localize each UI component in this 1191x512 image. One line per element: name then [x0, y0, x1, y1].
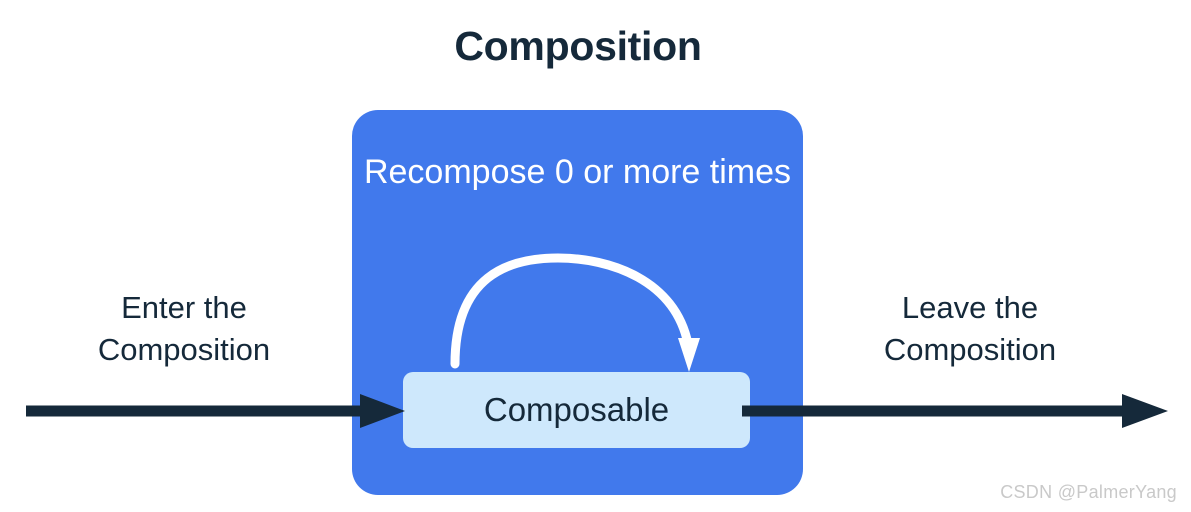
enter-composition-arrow: [26, 394, 405, 428]
composable-label: Composable: [483, 391, 670, 428]
watermark-text: CSDN @PalmerYang: [1000, 482, 1177, 502]
page-title: Composition: [454, 23, 702, 69]
recompose-loop-arrow: [450, 253, 700, 372]
leave-composition-arrow: [742, 394, 1168, 428]
enter-composition-label: Enter the Composition: [97, 290, 271, 367]
recompose-label: Recompose 0 or more times: [363, 153, 792, 191]
composable-node: Composable: [403, 372, 750, 448]
leave-composition-label: Leave the Composition: [883, 290, 1057, 367]
